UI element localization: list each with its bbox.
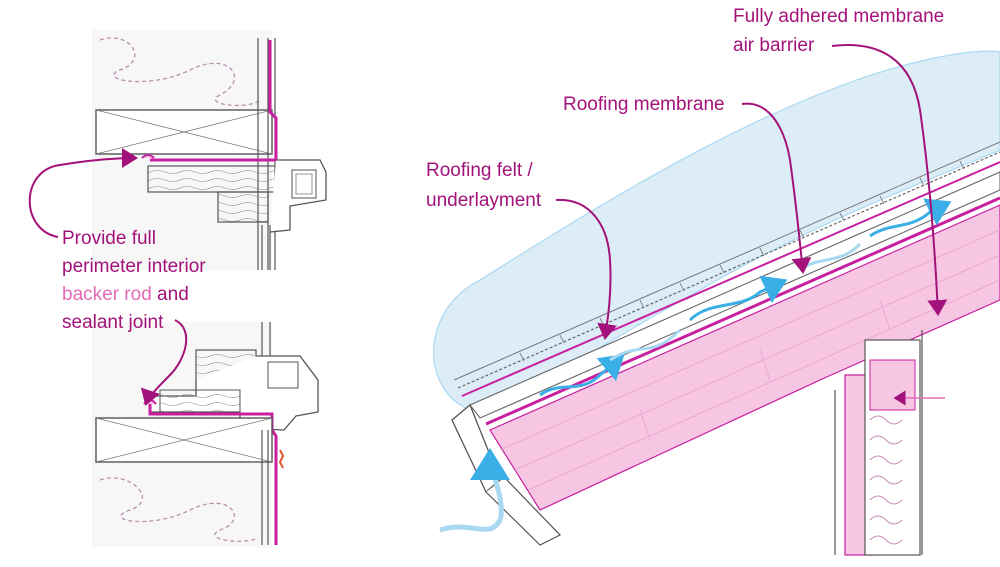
shingle-layer <box>453 141 1000 381</box>
window-head-detail <box>92 30 327 270</box>
sill-insulation-squiggle <box>99 477 259 542</box>
label-roofing-membrane: Roofing membrane <box>563 94 725 115</box>
airflow-vent-3 <box>869 198 952 238</box>
callout-provide-full: Provide full <box>62 228 156 249</box>
head-jamb <box>147 165 279 193</box>
roof-eave-detail <box>433 50 1000 556</box>
label-air-barrier-line2: air barrier <box>733 35 815 56</box>
head-membrane-line <box>150 40 278 162</box>
label-roofing-felt-line1: Roofing felt / <box>426 160 533 181</box>
roofing-membrane-layer <box>457 151 1000 389</box>
callout-perimeter-interior: perimeter interior <box>62 256 206 277</box>
leader-roofing-membrane <box>741 102 812 274</box>
callout-leader-sill <box>140 319 188 406</box>
soffit <box>485 477 561 546</box>
wall-insulation-squiggle <box>99 37 261 107</box>
callout-leader-head <box>28 148 138 238</box>
label-air-barrier-line1: Fully adhered membrane <box>733 6 945 27</box>
leader-air-barrier <box>831 44 948 316</box>
wall-batt-insulation <box>869 415 903 545</box>
label-roofing-felt-line2: underlayment <box>426 190 542 211</box>
airflow-intake <box>439 461 504 533</box>
head-sealant-joint <box>141 154 155 159</box>
leader-roofing-felt <box>555 198 617 340</box>
exterior-air-cloud <box>433 50 1000 411</box>
callout-backer-rod: backer rod and <box>62 284 189 305</box>
backer-rod-highlight: backer rod <box>62 284 152 305</box>
airflow-vent-2 <box>688 275 788 322</box>
callout-sealant-joint: sealant joint <box>62 312 164 333</box>
window-sill-detail <box>92 322 319 547</box>
roofing-felt-layer <box>461 161 1000 397</box>
airflow-vent-1 <box>539 354 625 397</box>
